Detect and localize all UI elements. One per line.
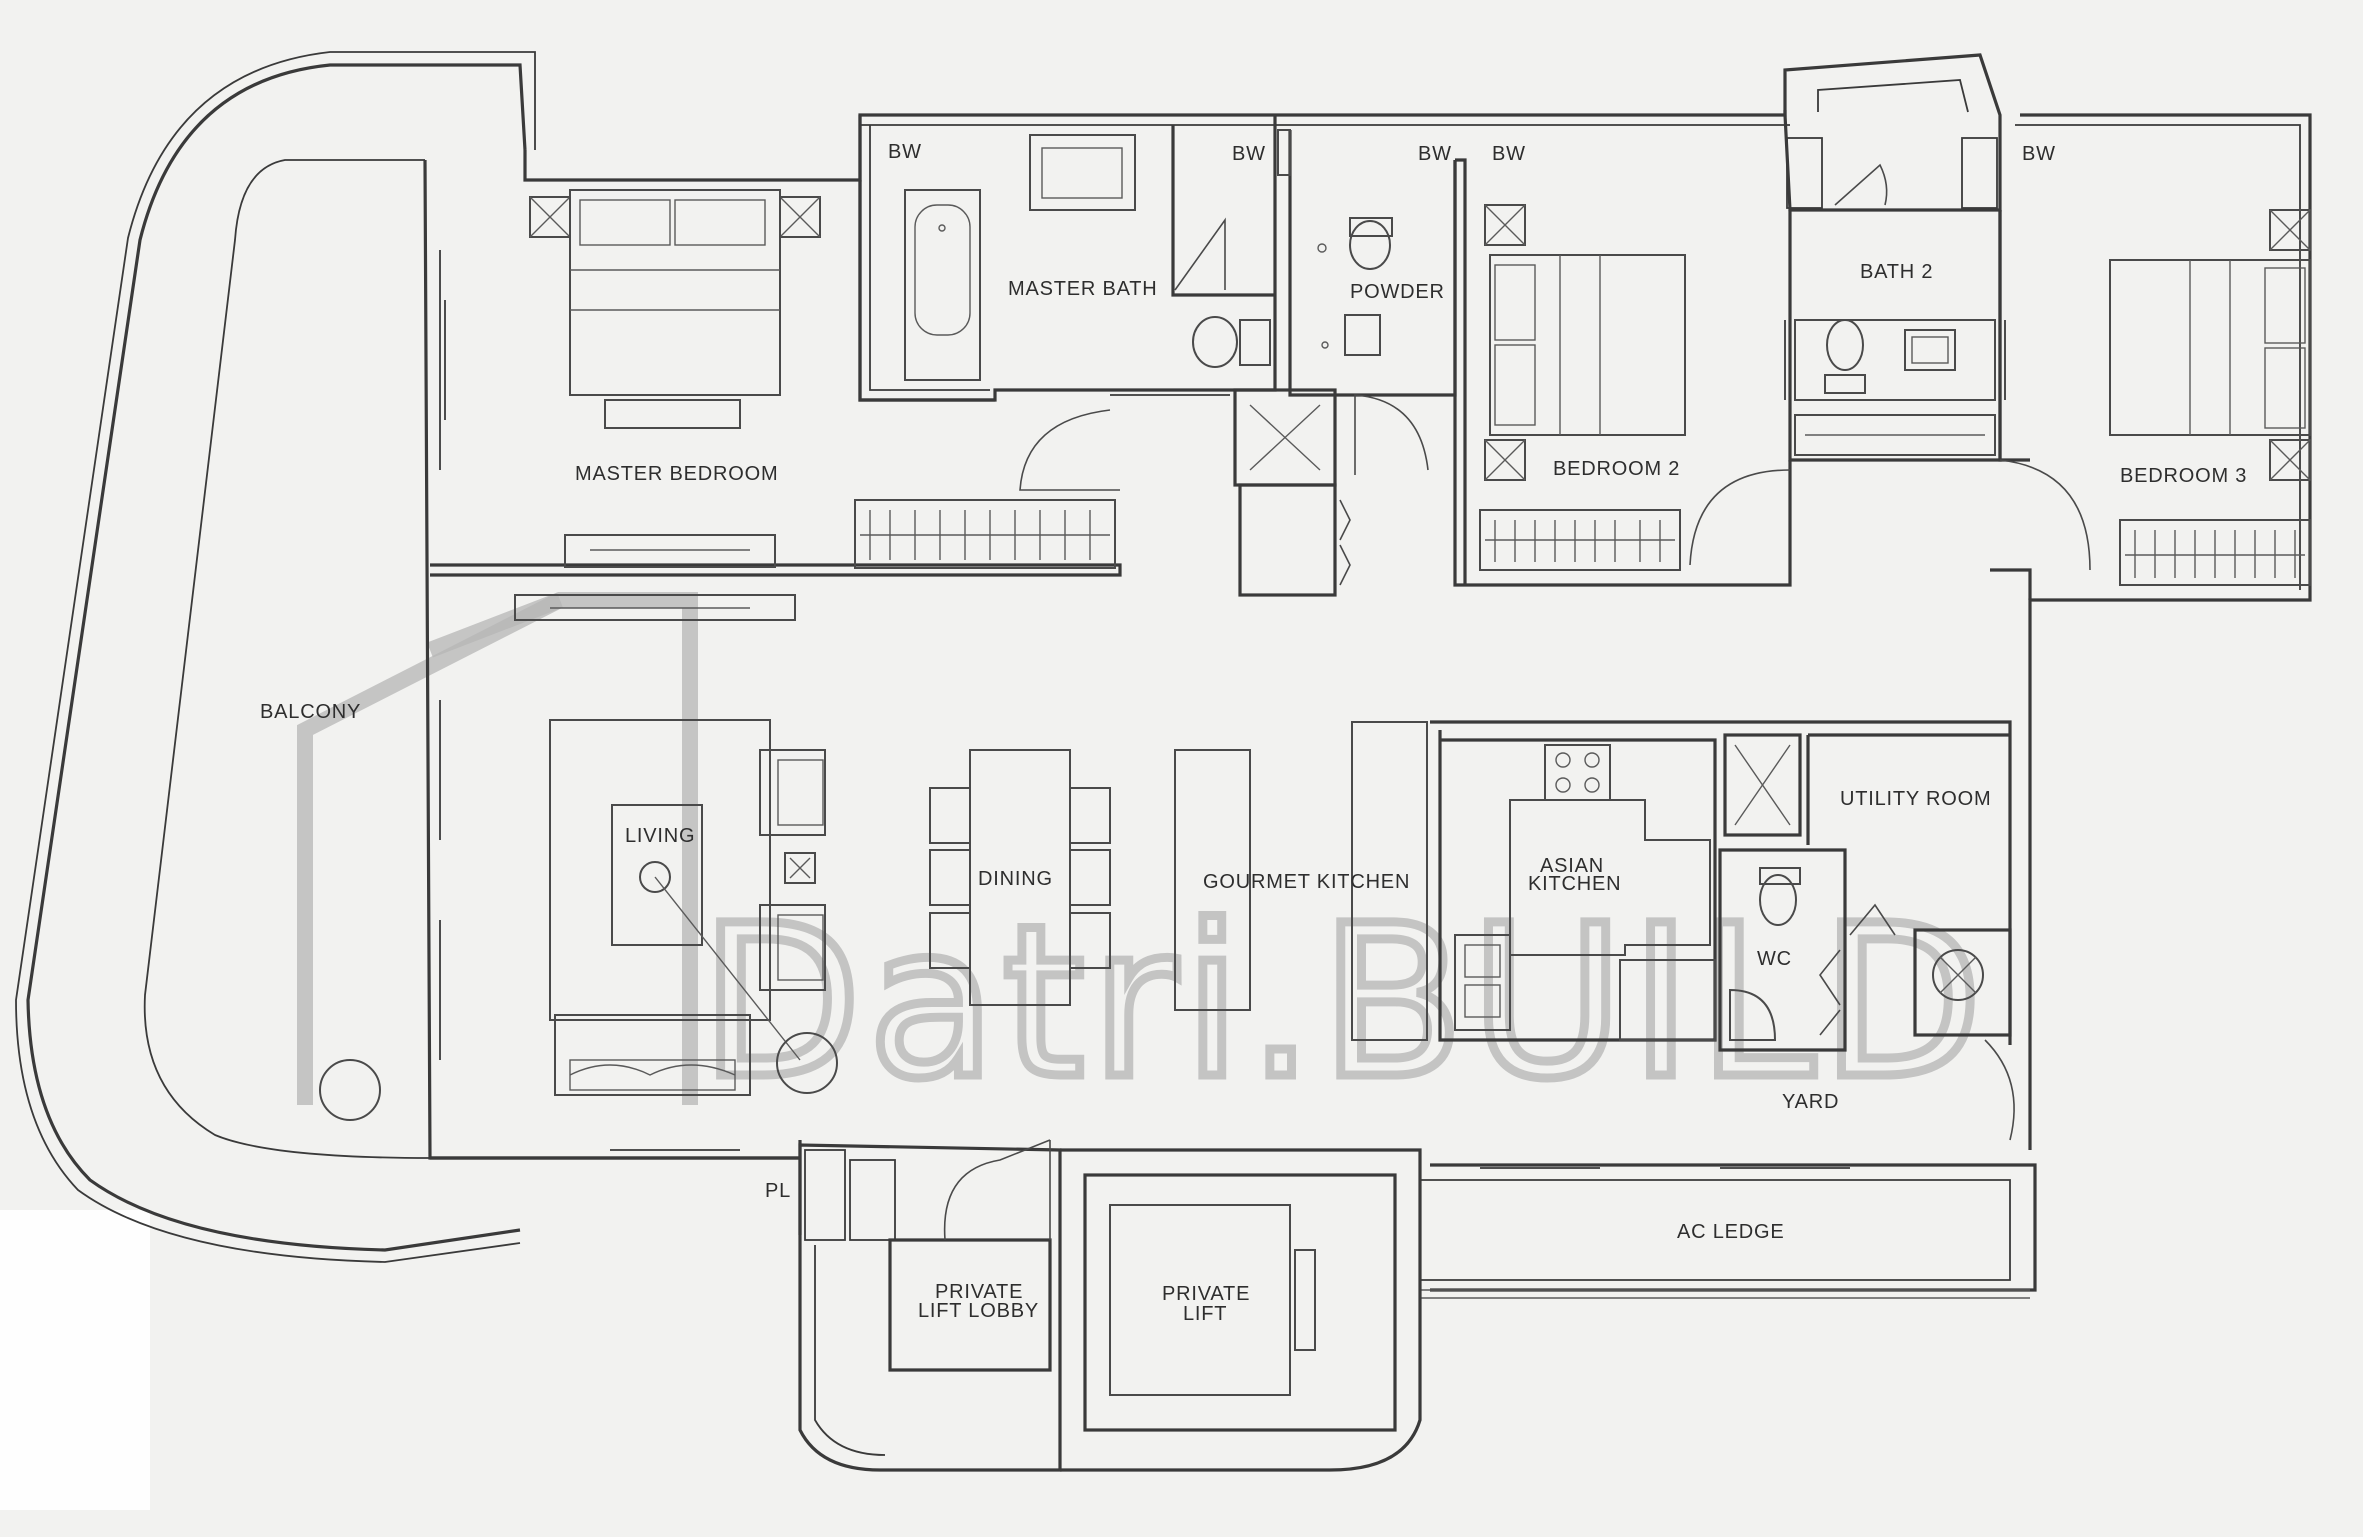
bedroom-3 [1990, 209, 2311, 600]
bath-2 [1784, 210, 2006, 462]
watermark-text: Datri.BUILD [700, 880, 1989, 1125]
label-bedroom-2: BEDROOM 2 [1553, 458, 1680, 480]
asian-kitchen [1438, 730, 1717, 1042]
balcony-outline [15, 51, 536, 1263]
label-bw-powder: BW [1418, 143, 1452, 165]
label-bw-bedroom3: BW [2022, 143, 2056, 165]
store-shower [1233, 388, 1351, 597]
label-bw-master-bath: BW [888, 141, 922, 163]
label-bedroom-3: BEDROOM 3 [2120, 465, 2247, 487]
room-labels: BW BW BW BW BW MASTER BATH POWDER BATH 2… [260, 141, 2247, 1325]
label-bw-bedroom2: BW [1492, 143, 1526, 165]
master-bath [858, 115, 1277, 402]
powder-room [1277, 129, 1467, 585]
master-bedroom [430, 180, 1122, 577]
label-dining: DINING [978, 868, 1053, 890]
label-wc: WC [1757, 948, 1792, 970]
bath2-bay-window [1783, 53, 2002, 212]
label-pl: PL [765, 1180, 791, 1202]
label-asian-kitchen-line2: KITCHEN [1528, 873, 1621, 895]
label-private-lift-lobby-line1: PRIVATE [935, 1281, 1023, 1303]
label-bath-2: BATH 2 [1860, 261, 1933, 283]
label-master-bedroom: MASTER BEDROOM [575, 463, 778, 485]
scan-margin-patch [0, 1210, 150, 1510]
label-private-lift-line1: PRIVATE [1162, 1283, 1250, 1305]
label-private-lift-line2: LIFT [1183, 1303, 1227, 1325]
label-ac-ledge: AC LEDGE [1677, 1221, 1785, 1243]
label-yard: YARD [1782, 1091, 1839, 1113]
living-room [549, 719, 838, 1096]
label-master-bath: MASTER BATH [1008, 278, 1158, 300]
ac-ledge [1420, 1163, 2037, 1299]
label-powder: POWDER [1350, 281, 1445, 303]
bedroom-2 [1453, 160, 1792, 587]
label-gourmet-kitchen: GOURMET KITCHEN [1203, 871, 1410, 893]
label-balcony: BALCONY [260, 701, 361, 723]
utility-wc-yard [1718, 733, 2015, 1141]
watermark-logo: Datri.BUILD [297, 592, 1989, 1130]
label-living: LIVING [625, 825, 695, 847]
label-utility-room: UTILITY ROOM [1840, 788, 1991, 810]
label-bw-wc: BW [1232, 143, 1266, 165]
label-private-lift-lobby-line2: LIFT LOBBY [918, 1300, 1039, 1322]
label-asian-kitchen-line1: ASIAN [1540, 855, 1604, 877]
dining-area [929, 749, 1111, 1006]
private-lift-area [798, 1139, 1422, 1472]
